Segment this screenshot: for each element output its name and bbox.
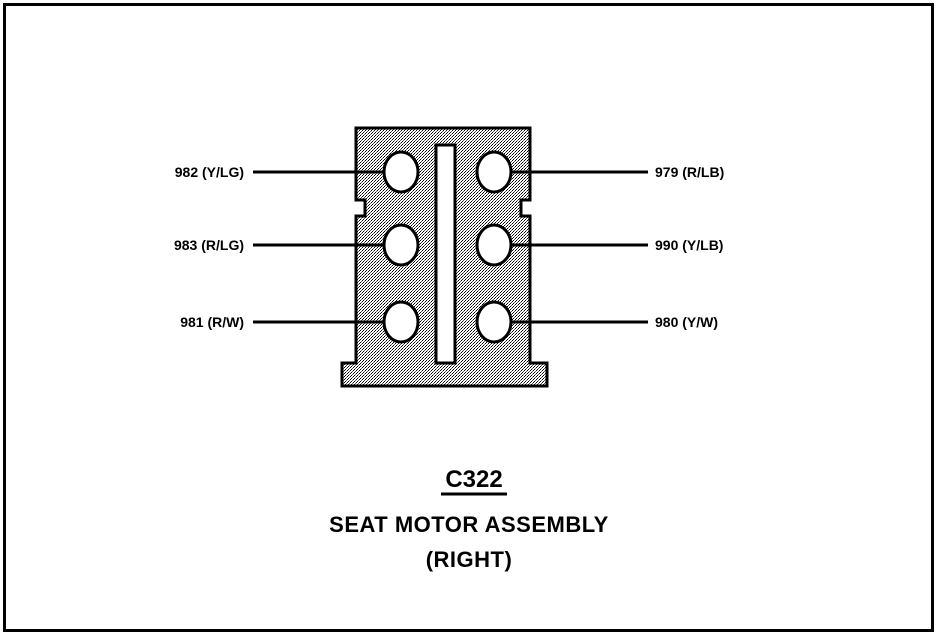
connector-name: SEAT MOTOR ASSEMBLY [329,512,609,537]
pin-label-right-2: 990 (Y/LB) [655,237,723,253]
pin-label-right-3: 980 (Y/W) [655,314,718,330]
pin-left-2 [382,223,420,267]
connector-divider [434,143,457,365]
pin-right-3 [475,300,513,344]
pin-right-1 [475,150,513,194]
pin-left-3 [382,300,420,344]
pin-label-left-2: 983 (R/LG) [174,237,244,253]
pin-left-1 [382,150,420,194]
pin-right-2 [475,223,513,267]
connector-side: (RIGHT) [426,547,513,572]
pin-label-left-1: 982 (Y/LG) [175,164,244,180]
pin-label-left-3: 981 (R/W) [180,314,244,330]
pin-label-right-1: 979 (R/LB) [655,164,724,180]
connector-code: C322 [445,466,502,493]
diagram-frame [3,3,934,632]
